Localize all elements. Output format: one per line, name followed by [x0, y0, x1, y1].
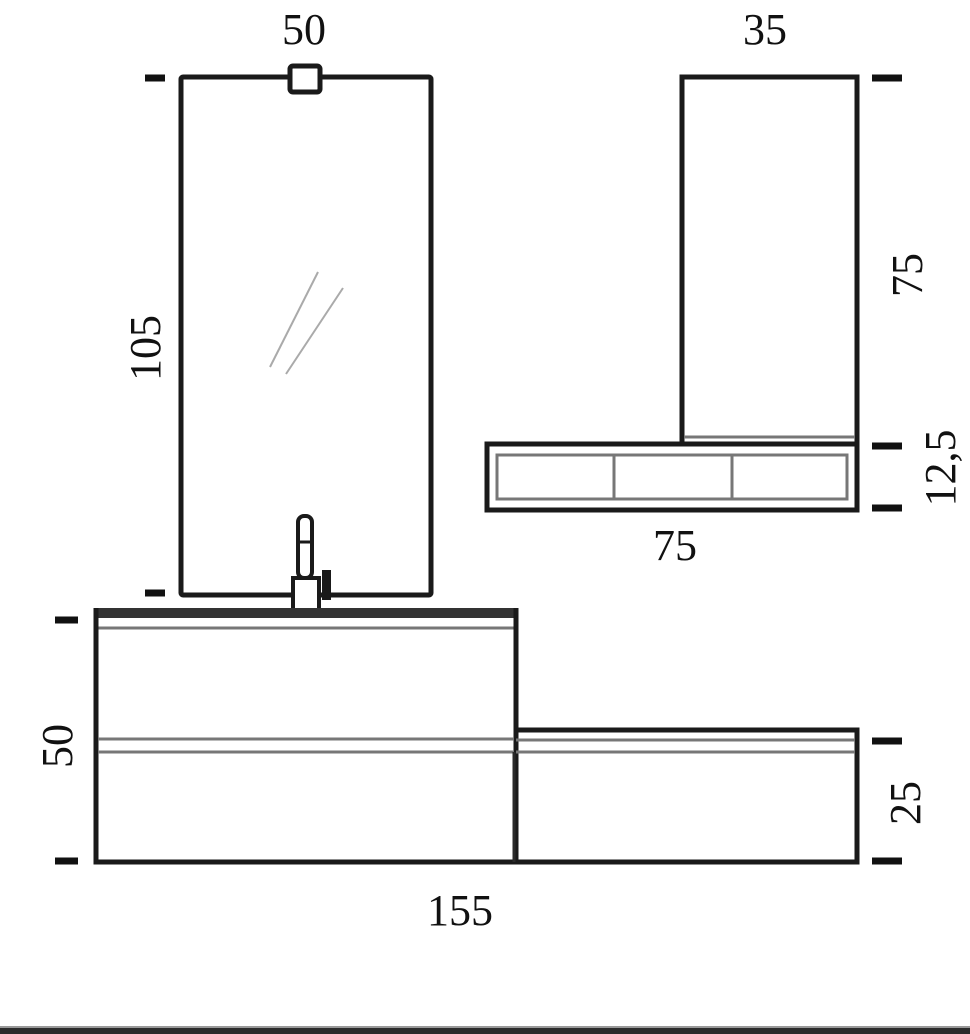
column-height-label: 75	[883, 253, 932, 297]
shelf-width-label: 75	[653, 521, 697, 570]
bottom-border	[0, 1026, 970, 1034]
vanity-width-label: 155	[427, 886, 493, 935]
base-vanity	[93, 608, 519, 865]
mirror-reflection-line	[269, 271, 319, 368]
mirror-width-label: 50	[282, 5, 326, 54]
side-unit-height-label: 25	[881, 781, 930, 825]
column-cabinet	[679, 74, 860, 446]
mirror-height-label: 105	[121, 315, 170, 381]
column-width-label: 35	[743, 5, 787, 54]
shelf-height-label: 12,5	[916, 430, 965, 507]
mirror-reflection-line	[285, 287, 344, 375]
faucet-icon	[291, 514, 331, 612]
vanity-height-label: 50	[33, 724, 82, 768]
wall-shelf	[484, 441, 860, 513]
mirror-lamp-icon	[287, 63, 323, 95]
low-side-unit	[512, 727, 860, 865]
